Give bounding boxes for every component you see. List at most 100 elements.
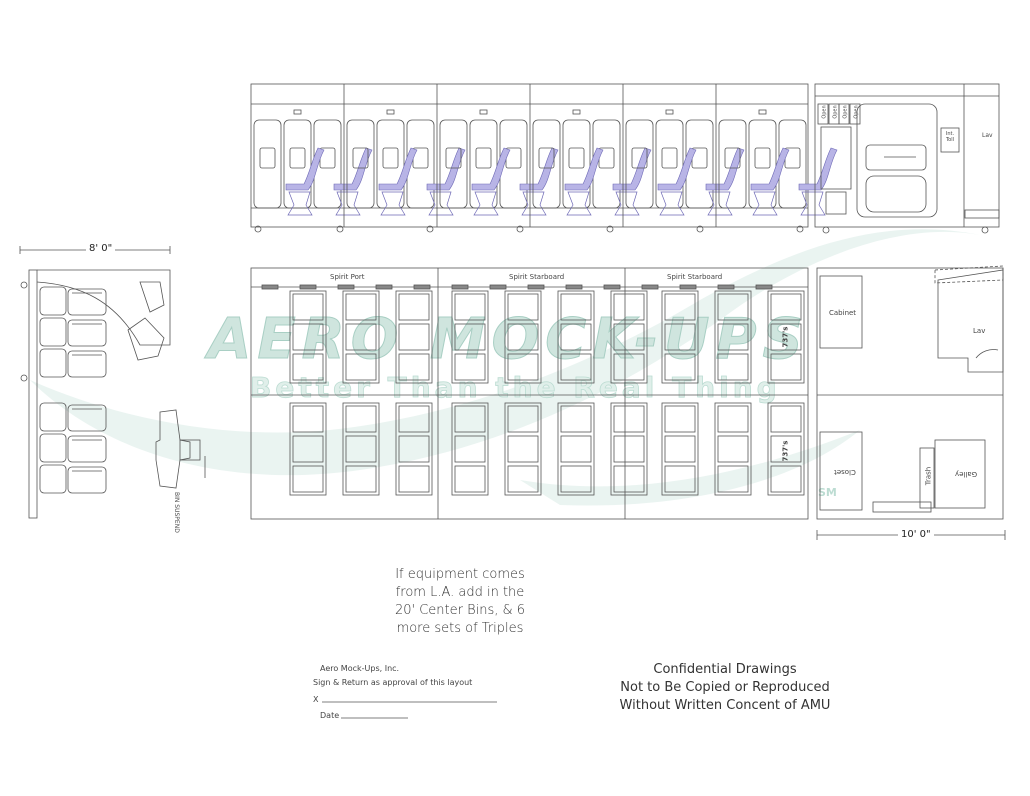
lav-plan <box>816 265 1006 540</box>
equipment-note: If equipment comes from L.A. add in the … <box>380 566 540 638</box>
seat-triple <box>504 290 542 384</box>
seat-leg <box>473 191 499 216</box>
seat-triple <box>504 402 542 496</box>
seat-back <box>748 119 777 209</box>
seat-cushion <box>507 435 539 463</box>
seat-cushion <box>770 293 802 321</box>
seat-cushion <box>770 435 802 463</box>
seat-cushion <box>770 405 802 433</box>
seat-triple <box>767 290 805 384</box>
elevation-wheels <box>254 225 804 233</box>
seat-triple <box>451 402 489 496</box>
seat-frame <box>705 147 745 191</box>
seat-cushion <box>398 465 430 493</box>
seat-screen <box>754 147 771 169</box>
seat-cushion <box>664 323 696 351</box>
overhead-bin <box>413 284 431 290</box>
seat-cushion <box>717 323 749 351</box>
seat-737-label-lower: 737's <box>781 440 790 462</box>
seat-cushion <box>770 323 802 351</box>
seat-triple <box>557 290 595 384</box>
seat-frame <box>750 147 790 191</box>
seat-cushion <box>560 435 592 463</box>
seat-triple <box>289 290 327 384</box>
seat-cushion <box>717 405 749 433</box>
overhead-bin <box>527 284 545 290</box>
seat-cushion <box>292 293 324 321</box>
seat-cushion <box>454 435 486 463</box>
seat-cushion <box>664 405 696 433</box>
seat-triple <box>661 290 699 384</box>
watermark-swoosh-lower <box>520 430 860 506</box>
seat-cushion <box>507 353 539 381</box>
seat-triple <box>661 402 699 496</box>
seat-cushion <box>717 465 749 493</box>
watermark-mark: SM <box>818 486 837 499</box>
seat-frame <box>519 147 559 191</box>
seat-cushion <box>345 323 377 351</box>
seat-frame <box>612 147 652 191</box>
seat-cushion <box>613 293 645 321</box>
overhead-bin <box>261 284 279 290</box>
end-view-seats <box>39 286 107 494</box>
end-view <box>19 246 206 519</box>
overhead-bin <box>565 284 583 290</box>
seat-triple <box>610 290 648 384</box>
seat-triple <box>342 290 380 384</box>
seat-cushion <box>717 353 749 381</box>
seat-triple <box>395 402 433 496</box>
signature-date-label: Date <box>320 711 340 720</box>
confidential-notice: Confidential Drawings Not to Be Copied o… <box>600 661 850 715</box>
seat-cushion <box>560 353 592 381</box>
seat-leg <box>659 191 685 216</box>
reading-light <box>479 109 488 115</box>
galley-label: Galley <box>955 470 978 478</box>
confidential-line: Confidential Drawings <box>653 662 797 677</box>
seat-cushion <box>345 435 377 463</box>
seat-back <box>439 119 468 209</box>
overhead-bin <box>489 284 507 290</box>
seat-cushion <box>507 293 539 321</box>
overhead-bin <box>717 284 735 290</box>
seat-cushion <box>345 465 377 493</box>
seat-cushion <box>560 405 592 433</box>
seat-screen <box>352 147 369 169</box>
end-seat-back <box>39 348 67 378</box>
seat-frame <box>471 147 511 191</box>
seat-cushion <box>345 353 377 381</box>
open-label-4: Open <box>853 105 860 119</box>
confidential-line: Not to Be Copied or Reproduced <box>620 680 830 695</box>
note-line: from L.A. add in the <box>395 585 525 600</box>
caster-wheel <box>426 225 434 233</box>
reading-light <box>665 109 674 115</box>
end-seat-cushion <box>67 466 107 494</box>
seat-triple <box>451 290 489 384</box>
end-seat-cushion <box>67 350 107 378</box>
cabinet-label: Cabinet <box>829 309 857 317</box>
reading-light <box>386 109 395 115</box>
seat-cushion <box>507 323 539 351</box>
trash-label: Trash <box>924 466 933 486</box>
dimension-10ft: 10' 0" <box>898 529 934 540</box>
seat-back <box>718 119 747 209</box>
seat-leg <box>566 191 592 216</box>
seat-cushion <box>398 405 430 433</box>
seat-screen <box>475 147 492 169</box>
seat-cushion <box>292 323 324 351</box>
seat-737-label-upper: 737's <box>781 326 790 348</box>
seat-leg <box>428 191 454 216</box>
floor-plan <box>250 267 809 520</box>
seat-frame <box>798 147 838 191</box>
seat-cushion <box>345 293 377 321</box>
lav-elevation-label: Lav <box>982 132 993 139</box>
overhead-bin <box>603 284 621 290</box>
overhead-bins <box>261 284 773 290</box>
bin-label-spirit-port: Spirit Port <box>330 273 365 281</box>
seat-cushion <box>770 465 802 493</box>
seat-cushion <box>560 465 592 493</box>
seat-leg <box>800 191 826 216</box>
seat-cushion <box>292 465 324 493</box>
signature-x-label: X <box>313 695 319 704</box>
side-elevation <box>250 83 838 233</box>
